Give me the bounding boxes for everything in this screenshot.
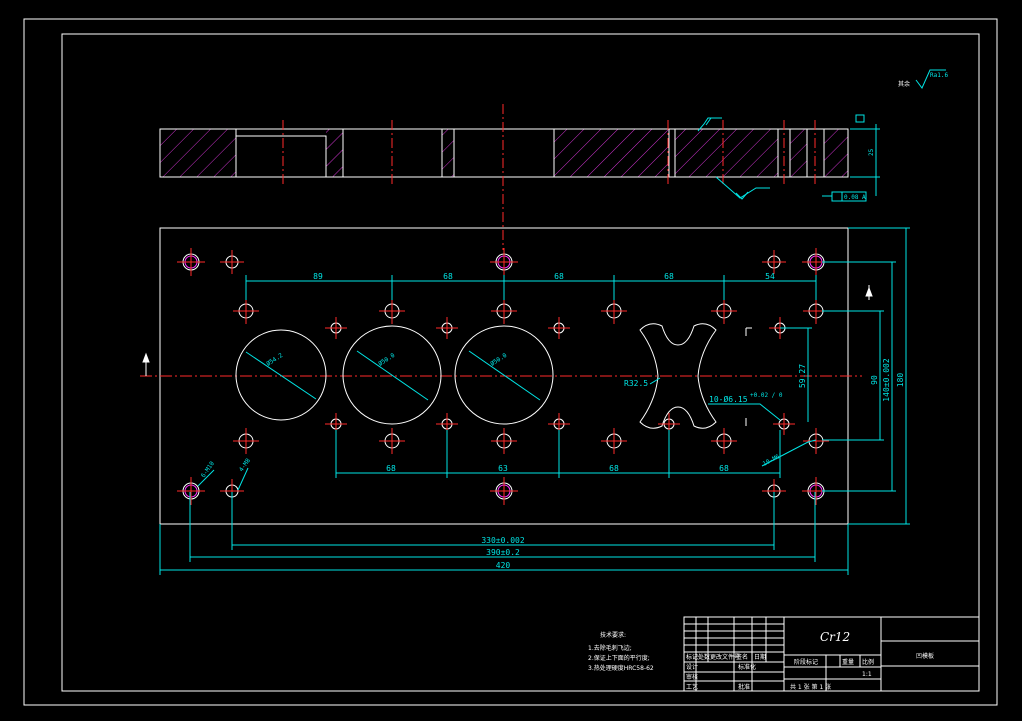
hole-20 bbox=[773, 413, 795, 435]
bore-dim-3: Ø50.0 bbox=[489, 352, 508, 368]
hole-callout: 10-Ø6.15 bbox=[709, 394, 748, 404]
top-dim-3: 68 bbox=[554, 272, 564, 281]
tech-note-2: 2.保证上下面的平行度; bbox=[588, 654, 650, 662]
title-block bbox=[683, 616, 980, 692]
hole-6 bbox=[233, 298, 259, 324]
top-dim-5: 54 bbox=[765, 272, 775, 281]
bottom-dim-3: 68 bbox=[609, 464, 619, 473]
hole-pattern bbox=[177, 248, 830, 505]
right-dim-3: 180 bbox=[896, 373, 905, 388]
hole-29 bbox=[490, 477, 518, 505]
hole-27 bbox=[177, 477, 205, 505]
outer-border bbox=[23, 18, 998, 706]
right-dim-2: 140±0.002 bbox=[882, 358, 891, 402]
bore-1 bbox=[235, 329, 327, 421]
tb-scale-value: 1:1 bbox=[862, 671, 872, 678]
tb-label-count: 处数 bbox=[698, 653, 710, 661]
tb-label-design: 设计 bbox=[686, 663, 698, 671]
roughness-other-label: 其余 bbox=[898, 80, 910, 88]
hole-24 bbox=[601, 428, 627, 454]
hole-9 bbox=[601, 298, 627, 324]
hole-14 bbox=[548, 317, 570, 339]
hole-23 bbox=[491, 428, 517, 454]
tb-label-sign: 签名 bbox=[736, 653, 748, 661]
hole-3 bbox=[490, 248, 518, 276]
bottom-dim-1: 68 bbox=[386, 464, 396, 473]
tb-label-file: 更改文件号 bbox=[710, 653, 740, 661]
flatness-callout: 0.08 A bbox=[844, 194, 866, 201]
top-dim-2: 68 bbox=[443, 272, 453, 281]
tb-label-standard: 标准化 bbox=[738, 663, 756, 671]
radius-dim: R32.5 bbox=[624, 379, 648, 388]
right-dim-1: 90 bbox=[870, 375, 879, 385]
material: Cr12 bbox=[820, 630, 850, 644]
hole-22 bbox=[379, 428, 405, 454]
tech-note-1: 1.去除毛刺飞边; bbox=[588, 644, 632, 652]
roughness-symbol: 其余 Ra1.6 bbox=[898, 69, 948, 89]
overall-dim-3: 420 bbox=[496, 561, 511, 570]
tb-label-weight: 重量 bbox=[842, 658, 854, 666]
overall-dim-1: 330±0.002 bbox=[481, 536, 525, 545]
height-dim: 59.27 bbox=[798, 364, 807, 388]
bottom-dim-4: 68 bbox=[719, 464, 729, 473]
bore-dim-1: Ø54.2 bbox=[265, 352, 284, 368]
tech-notes-title: 技术要求: bbox=[600, 631, 626, 639]
hole-25 bbox=[711, 428, 737, 454]
part-name: 凹模板 bbox=[916, 652, 934, 660]
tb-label-scale: 比例 bbox=[862, 658, 874, 666]
bore-2 bbox=[342, 325, 442, 425]
tb-label-review: 审核 bbox=[686, 673, 698, 681]
tb-label-process: 工艺 bbox=[686, 683, 698, 691]
tb-label-approve: 批准 bbox=[738, 683, 750, 691]
hole-26 bbox=[803, 428, 829, 454]
tb-label-stage: 阶段标记 bbox=[794, 658, 818, 666]
tech-note-3: 3.热处理硬度HRC58-62 bbox=[588, 664, 654, 672]
overall-dim-2: 390±0.2 bbox=[486, 548, 520, 557]
top-dim-4: 68 bbox=[664, 272, 674, 281]
thickness-dim: 25 bbox=[868, 148, 875, 156]
title-block-text: Cr12 凹模板 标记 处数 更改文件号 签名 日期 设计 标准化 阶段标记 重… bbox=[686, 630, 934, 691]
thread-callout-right: 10-M6 bbox=[762, 453, 782, 468]
section-view: 25 0.08 A bbox=[159, 104, 880, 250]
hole-8 bbox=[491, 298, 517, 324]
tb-label-mark: 标记 bbox=[686, 653, 698, 661]
hole-13 bbox=[436, 317, 458, 339]
tb-sheet: 共 1 张 第 1 张 bbox=[790, 683, 831, 691]
hole-1 bbox=[177, 248, 205, 276]
tb-label-date: 日期 bbox=[754, 653, 766, 661]
bore-dim-2: Ø50.0 bbox=[377, 352, 396, 368]
hole-4 bbox=[762, 250, 786, 274]
tech-notes: 技术要求: 1.去除毛刺飞边; 2.保证上下面的平行度; 3.热处理硬度HRC5… bbox=[588, 631, 654, 672]
inner-border bbox=[61, 33, 980, 692]
hole-12 bbox=[325, 317, 347, 339]
hole-7 bbox=[379, 298, 405, 324]
bottom-dim-2: 63 bbox=[498, 464, 508, 473]
plan-view: Ø54.2 Ø50.0 Ø50.0 R32.5 bbox=[140, 227, 910, 575]
thread-callout-left2: 4-M8 bbox=[238, 457, 252, 473]
roughness-value: Ra1.6 bbox=[930, 72, 948, 79]
top-dim-1: 89 bbox=[313, 272, 323, 281]
bore-3 bbox=[454, 325, 554, 425]
x-cavity bbox=[639, 323, 717, 429]
hole-2 bbox=[220, 250, 244, 274]
hole-tolerance: +0.02 / 0 bbox=[750, 392, 783, 399]
hole-21 bbox=[233, 428, 259, 454]
hole-10 bbox=[711, 298, 737, 324]
